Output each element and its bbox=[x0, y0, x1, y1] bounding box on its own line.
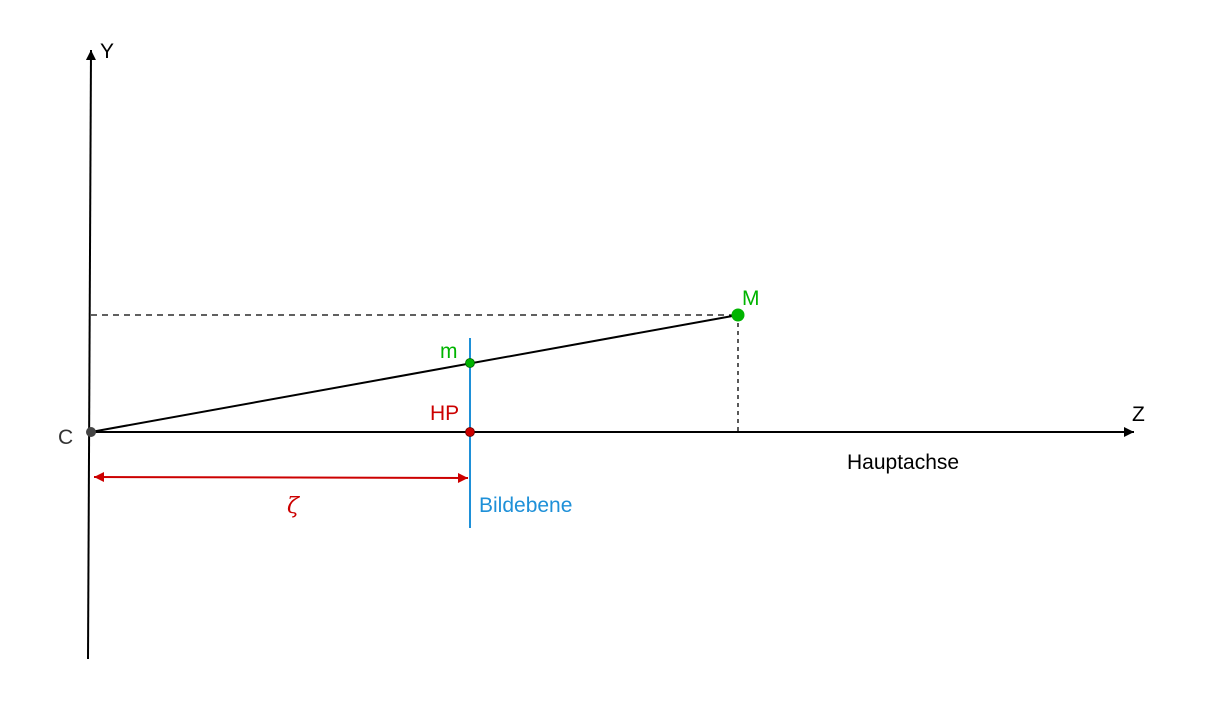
image-point-m bbox=[465, 358, 475, 368]
y-axis-line bbox=[85, 49, 96, 660]
projection-ray bbox=[90, 314, 739, 433]
principal-point-HP bbox=[465, 427, 475, 437]
image-plane-label: Bildebene bbox=[479, 494, 572, 517]
world-point-label: M bbox=[742, 287, 760, 310]
principal-point-label: HP bbox=[430, 402, 459, 425]
world-point-M bbox=[731, 308, 745, 322]
principal-axis-label: Hauptachse bbox=[847, 451, 959, 474]
camera-center-label: C bbox=[58, 426, 73, 449]
image-point-label: m bbox=[440, 340, 458, 363]
y-axis-label: Y bbox=[100, 40, 114, 63]
camera-center-C bbox=[86, 427, 96, 437]
z-axis-label: Z bbox=[1132, 403, 1145, 426]
focal-length-label: ζ bbox=[287, 494, 301, 519]
focal-length-arrow bbox=[93, 472, 469, 483]
